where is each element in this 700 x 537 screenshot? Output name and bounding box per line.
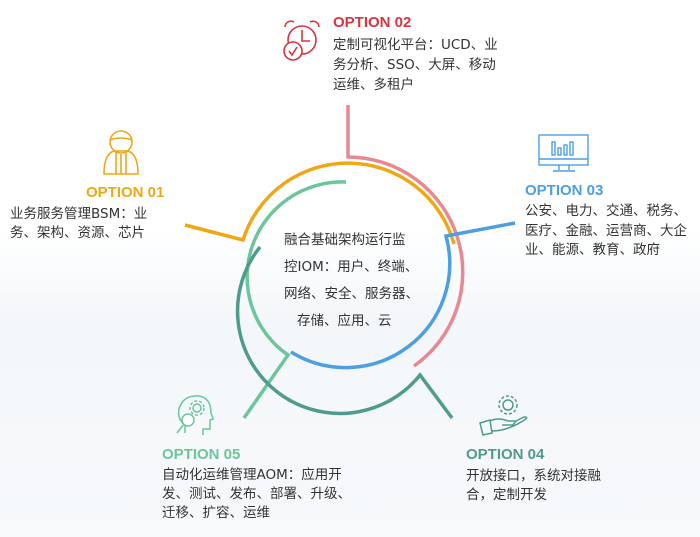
option04-line: 开放接口，系统对接融	[466, 468, 601, 484]
hand-gear-icon	[479, 395, 528, 436]
option05-title: OPTION 05	[162, 446, 241, 463]
option05-line: 发、测试、发布、部署、升级、	[162, 486, 351, 502]
option04-line: 合，定制开发	[466, 487, 547, 503]
option01-line: 业务服务管理BSM：业	[10, 206, 148, 222]
option03-line: 公安、电力、交通、税务、	[525, 203, 687, 219]
option01-title: OPTION 01	[86, 184, 165, 201]
option04-title: OPTION 04	[466, 446, 545, 463]
option05-line: 迁移、扩容、运维	[162, 505, 270, 521]
option02-title: OPTION 02	[333, 14, 412, 31]
monitor-chart-icon	[538, 134, 589, 172]
option05-line: 自动化运维管理AOM：应用开	[162, 467, 342, 483]
arc-option01	[184, 161, 456, 245]
arc-option04	[235, 245, 454, 420]
center-line: 网络、安全、服务器、	[284, 286, 419, 302]
head-gear-search-icon	[176, 395, 214, 435]
option02-line: 运维、多租户	[333, 77, 414, 93]
center-line: 存储、应用、云	[297, 313, 392, 329]
option01-line: 务、架构、资源、芯片	[10, 225, 145, 241]
option02-line: 务分析、SSO、大屏、移动	[333, 57, 496, 73]
option02-line: 定制可视化平台：UCD、业	[333, 37, 498, 53]
option03-title: OPTION 03	[525, 182, 604, 199]
arc-option03	[290, 221, 516, 370]
option03-line: 医疗、金融、运营商、大企	[525, 223, 687, 239]
arc-option05	[242, 180, 347, 420]
person-tie-icon	[103, 130, 139, 175]
option03-line: 业、能源、教育、政府	[525, 242, 660, 258]
center-line: 控IOM：用户、终端、	[284, 259, 419, 275]
center-line: 融合基础架构运行监	[284, 232, 406, 248]
alarm-clock-icon	[283, 20, 320, 61]
